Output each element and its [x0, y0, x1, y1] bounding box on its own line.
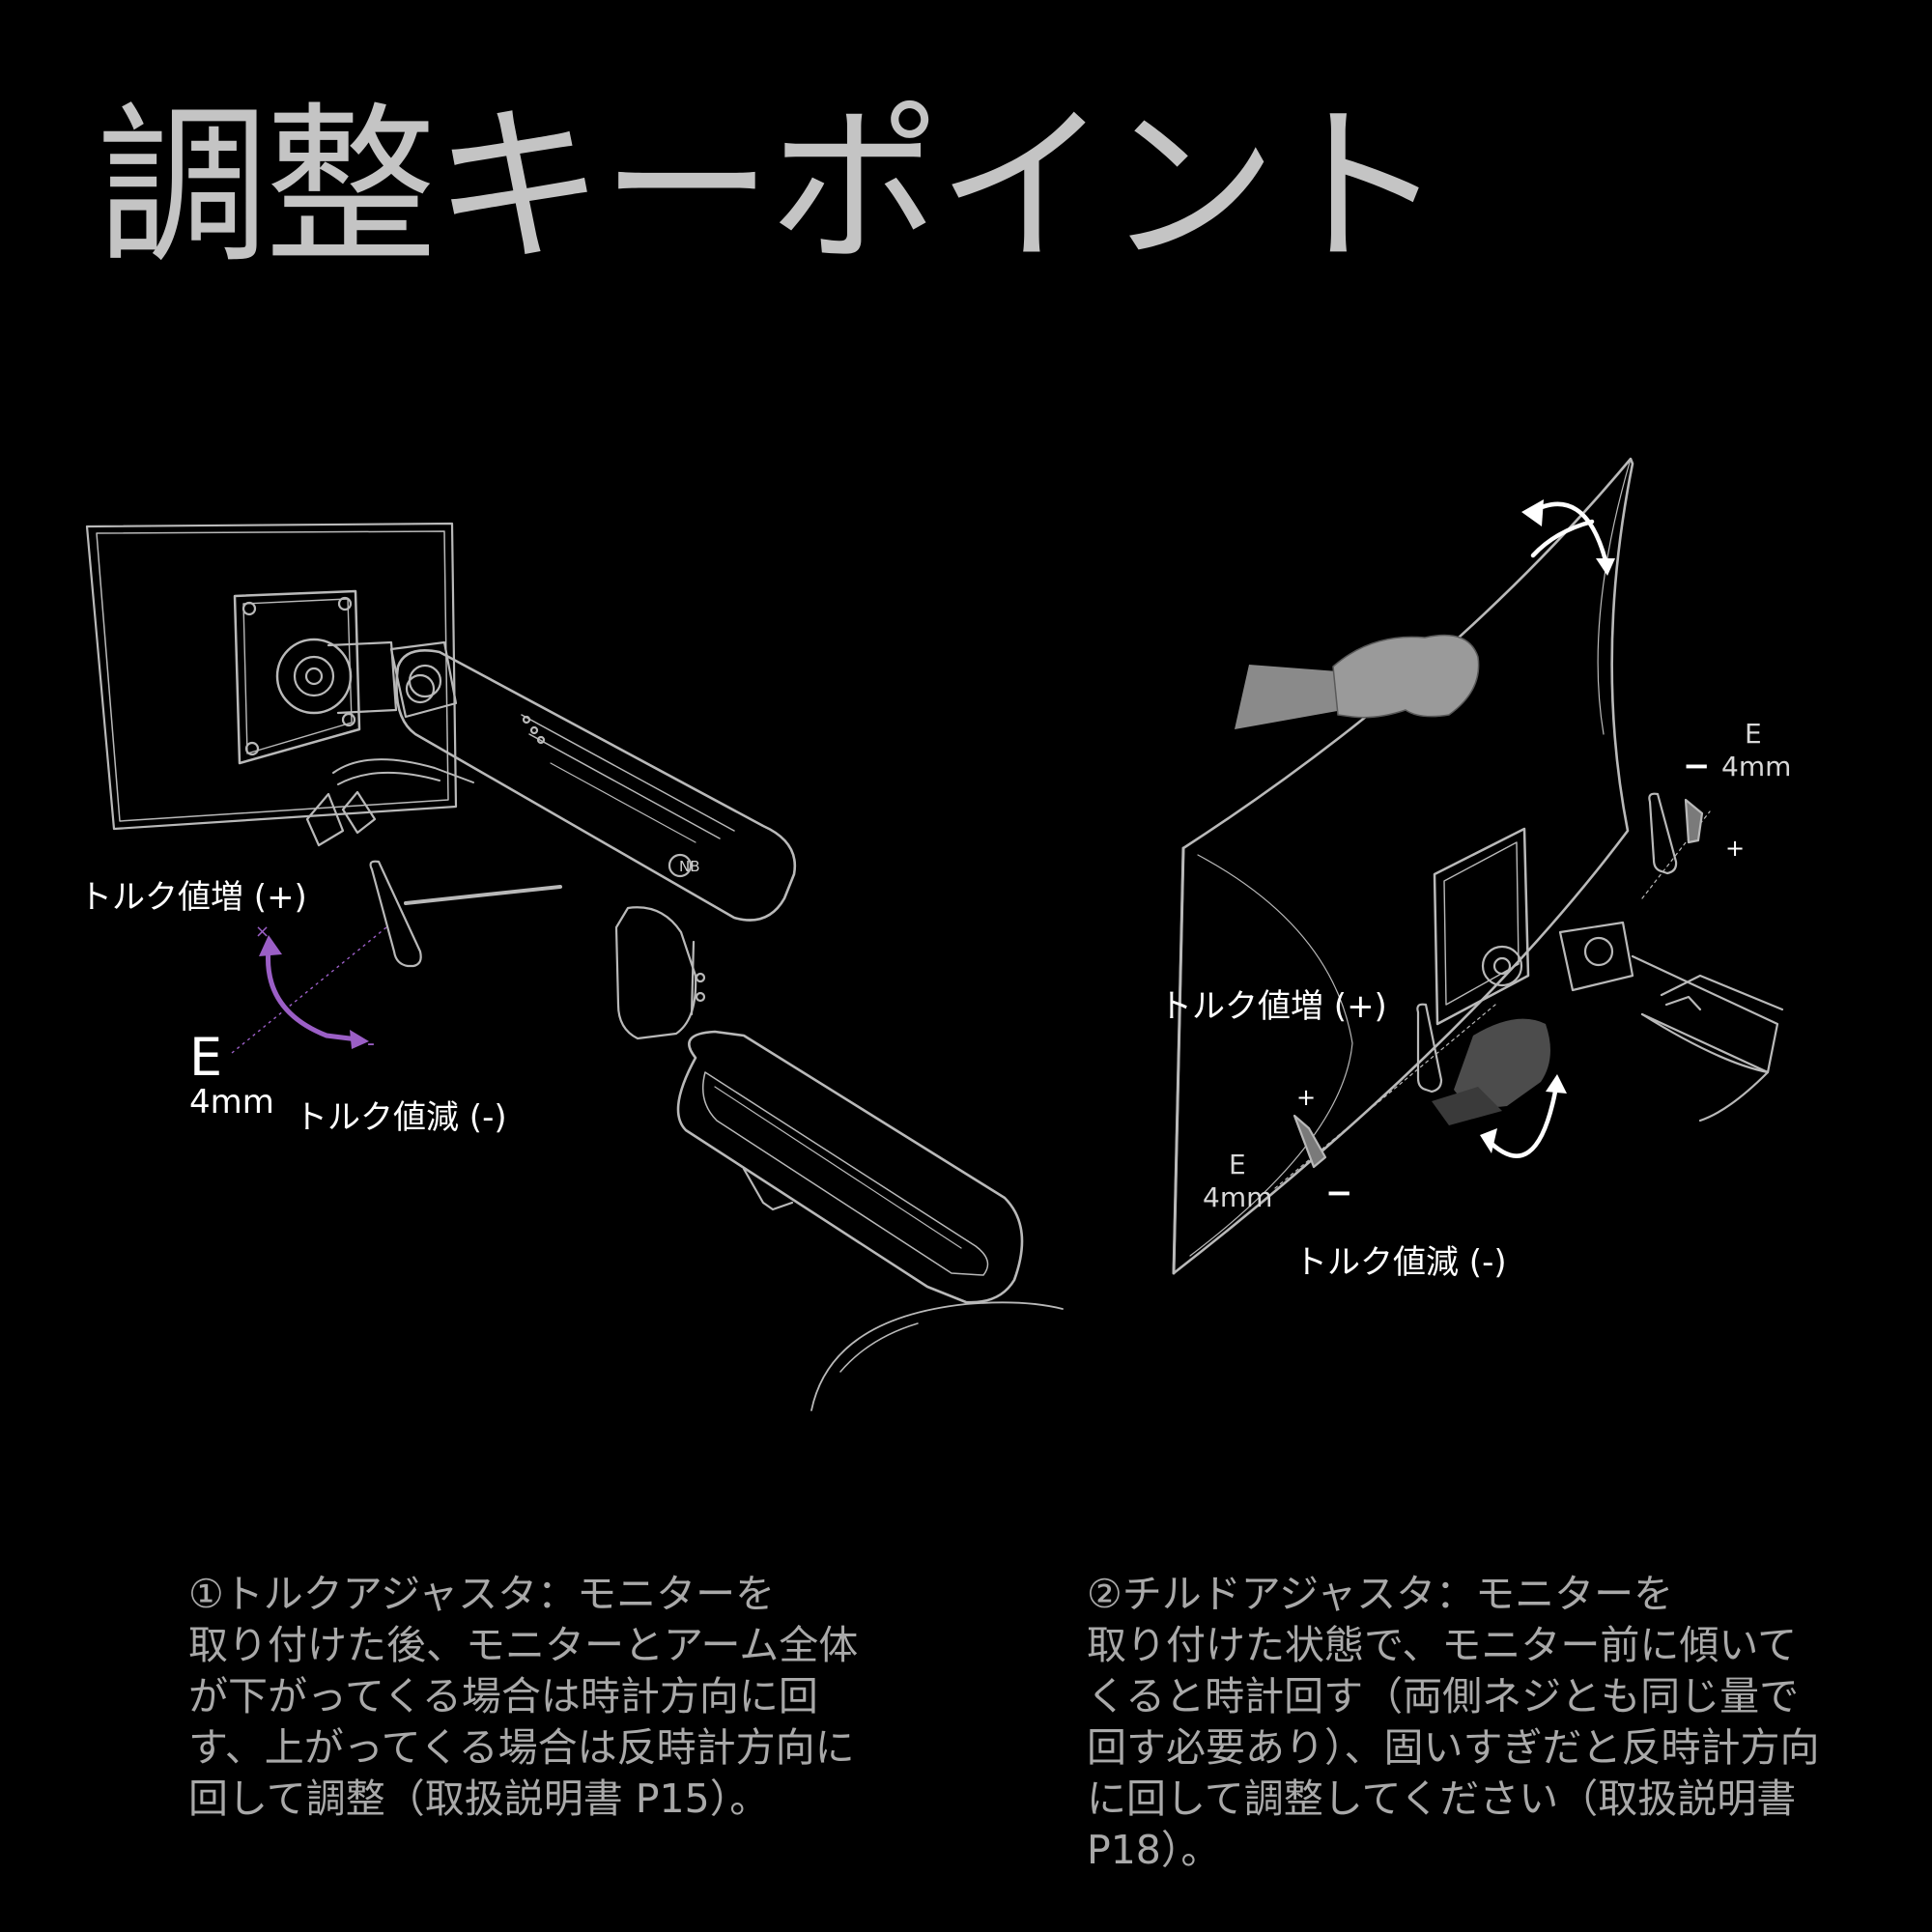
right-torque-increase-label: トルク値増 (+) — [1159, 987, 1387, 1026]
left-minus-mark: - — [367, 1032, 375, 1056]
vesa-plate — [233, 589, 361, 765]
lower-arm — [676, 1030, 1024, 1304]
right-torque-decrease-label: トルク値減 (-) — [1294, 1243, 1507, 1282]
tilt-adjuster-caption: ②チルドアジャスタ：モニターを 取り付けた状態で、モニター前に傾いて くると時計… — [1087, 1571, 1820, 1873]
torque-adjuster-caption: ①トルクアジャスタ：モニターを 取り付けた後、モニターとアーム全体 が下がってく… — [188, 1571, 859, 1822]
page-title: 調整キーポイント — [97, 87, 1445, 287]
right-lower-minus: − — [1325, 1174, 1353, 1212]
right-upper-key-size: 4mm — [1721, 751, 1792, 782]
lower-hex-key — [1416, 1003, 1443, 1094]
right-upper-minus: − — [1683, 747, 1711, 785]
left-plus-mark: × — [255, 922, 270, 942]
right-lower-plus: + — [1296, 1084, 1317, 1111]
right-lower-key-size: 4mm — [1203, 1181, 1273, 1213]
torque-rotation-arrow — [231, 926, 387, 1054]
left-torque-decrease-label: トルク値減 (-) — [295, 1098, 507, 1137]
upper-hex-key — [1648, 792, 1678, 875]
brand-logo-mark: NB — [679, 858, 700, 875]
right-upper-plus: + — [1725, 835, 1746, 862]
left-key-letter: E — [189, 1027, 223, 1088]
hex-key — [369, 860, 422, 968]
hand-holding-monitor-icon — [1235, 634, 1480, 729]
upper-arm — [395, 649, 797, 922]
right-upper-key-letter: E — [1745, 718, 1762, 750]
right-vesa-plate — [1433, 827, 1530, 1026]
left-torque-increase-label: トルク値増 (+) — [79, 878, 307, 917]
right-lower-key-letter: E — [1229, 1149, 1246, 1180]
hand-turning-key-icon — [1432, 1018, 1550, 1125]
left-key-size: 4mm — [189, 1083, 274, 1122]
